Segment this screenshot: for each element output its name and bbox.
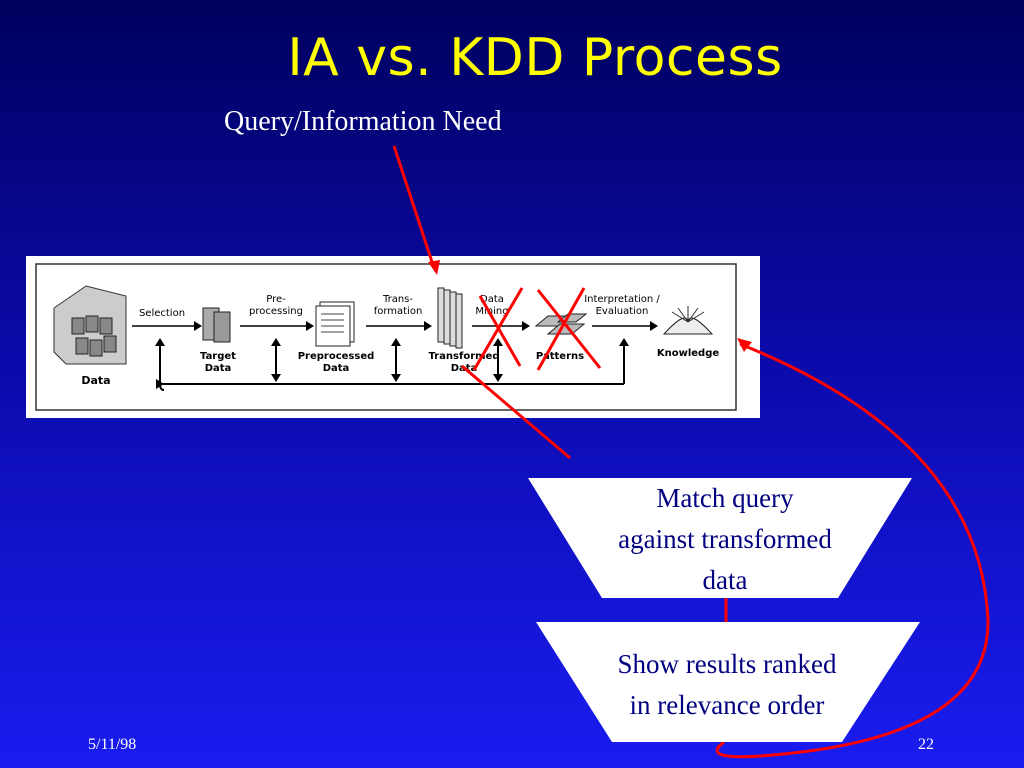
arrowhead-interpretation	[650, 321, 658, 331]
node-transformed-data-label-1: Transformed	[429, 351, 500, 362]
arrowhead-transformation	[424, 321, 432, 331]
arrowhead-data-mining	[522, 321, 530, 331]
step-interpretation-label-1: Interpretation /	[584, 294, 660, 305]
transformed-data-icon	[437, 287, 463, 349]
slide-title: IA vs. KDD Process	[287, 28, 783, 88]
match-query-line-3: data	[702, 565, 748, 595]
match-query-line-1: Match query	[656, 483, 794, 513]
kdd-process-diagram: Data Selection Target Data Pre- processi…	[26, 256, 760, 418]
step-preprocessing-label-1: Pre-	[266, 294, 286, 305]
kdd-diagram-svg: Data Selection Target Data Pre- processi…	[35, 263, 737, 411]
show-results-line-1: Show results ranked	[617, 649, 837, 679]
match-query-box: Match query against transformed data	[560, 478, 890, 601]
data-cylinders-icon	[53, 285, 127, 365]
arrowhead-selection	[194, 321, 202, 331]
diagram-frame	[35, 263, 737, 411]
match-query-line-2: against transformed	[618, 524, 832, 554]
slide-number: 22	[918, 736, 934, 753]
slide-date: 5/11/98	[88, 736, 137, 753]
patterns-icon	[534, 313, 588, 335]
show-results-box: Show results ranked in relevance order	[562, 644, 892, 726]
node-preprocessed-data-label-1: Preprocessed	[298, 351, 375, 362]
node-target-data-label-2: Data	[205, 363, 232, 374]
step-transformation-label-2: formation	[374, 306, 423, 317]
node-preprocessed-data-label-2: Data	[323, 363, 350, 374]
arrowhead-preprocessing	[306, 321, 314, 331]
node-knowledge-label: Knowledge	[657, 348, 720, 359]
node-data-label: Data	[81, 374, 110, 387]
node-patterns-label: Patterns	[536, 351, 584, 362]
show-results-line-2: in relevance order	[629, 690, 825, 720]
node-transformed-data-label-2: Data	[451, 363, 478, 374]
target-data-icon	[202, 307, 231, 343]
query-information-need-label: Query/Information Need	[224, 106, 502, 137]
query-arrow	[392, 145, 436, 269]
match-to-results-arrowhead	[720, 630, 732, 640]
node-target-data-label-1: Target	[200, 351, 236, 362]
step-preprocessing-label-2: processing	[249, 306, 303, 317]
step-data-mining-label-2: Mining	[475, 306, 508, 317]
step-selection-label: Selection	[139, 308, 185, 319]
knowledge-book-icon	[662, 306, 714, 335]
step-interpretation-label-2: Evaluation	[596, 306, 649, 317]
step-data-mining-label-1: Data	[480, 294, 504, 305]
preprocessed-data-icon	[315, 301, 355, 347]
step-transformation-label-1: Trans-	[382, 294, 413, 305]
